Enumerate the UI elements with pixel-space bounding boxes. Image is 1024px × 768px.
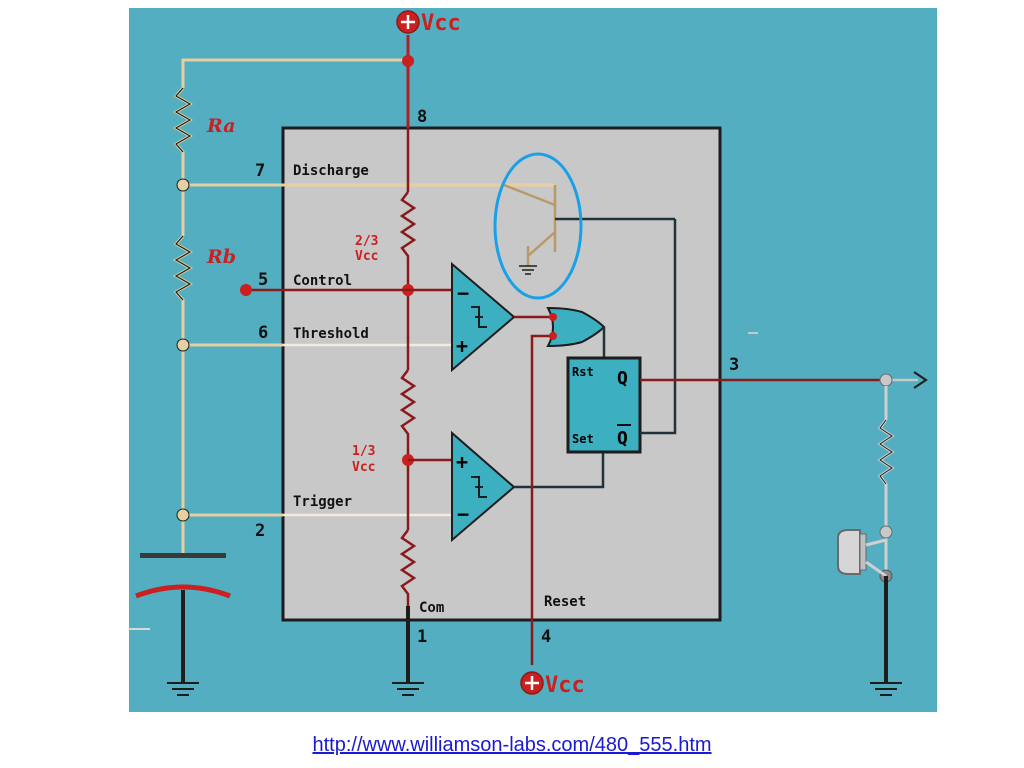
- ground-symbol-com: [392, 682, 424, 696]
- junction-threshold: [176, 338, 190, 352]
- control-label: Control: [293, 273, 352, 289]
- resistor-outlines: [174, 87, 192, 301]
- internal-signal-wires: [283, 343, 455, 517]
- vcc-top-label: Vcc: [421, 11, 461, 36]
- led-node-upper: [879, 525, 893, 539]
- flipflop-q-label: Q: [617, 368, 628, 389]
- divider-lower-fraction: 1/3: [352, 444, 375, 459]
- flipflop-rst-label: Rst: [572, 365, 594, 379]
- threshold-label: Threshold: [293, 326, 369, 342]
- pin-3-number: 3: [729, 355, 739, 375]
- divider-upper-unit: Vcc: [355, 249, 378, 264]
- comparator-lower-minus: −: [457, 502, 469, 526]
- output-arrow-icon: [913, 371, 928, 389]
- discharge-highlight-ellipse: [493, 152, 583, 300]
- qbar-feedback-wire: [640, 219, 677, 435]
- flip-flop: [566, 356, 642, 454]
- divider-lower-unit: Vcc: [352, 460, 375, 475]
- trigger-label: Trigger: [293, 494, 352, 510]
- ground-symbol-led: [870, 682, 902, 696]
- pin-6-number: 6: [258, 323, 268, 343]
- comparator-lower-hysteresis-icon: [471, 476, 487, 498]
- pin-7-number: 7: [255, 161, 265, 181]
- flipflop-set-label: Set: [572, 432, 594, 446]
- pin-2-number: 2: [255, 521, 265, 541]
- pin-5-number: 5: [258, 270, 268, 290]
- comparator-lower-plus: +: [456, 450, 468, 474]
- reset-line: [520, 332, 557, 695]
- transistor-ground-symbol: [519, 265, 537, 275]
- flipflop-qbar-label: Q: [617, 428, 628, 449]
- comparator-upper-hysteresis-icon: [471, 306, 487, 328]
- led-load-resistor-outline: [879, 419, 893, 485]
- resistor-b-label: Rb: [206, 246, 236, 268]
- led-icon: [837, 529, 887, 578]
- voltage-divider: [399, 128, 417, 606]
- vcc-top-supply: [396, 10, 420, 128]
- control-pin-dot: [240, 284, 252, 296]
- ic-555-body: [281, 126, 722, 622]
- or-input-node: [549, 313, 557, 321]
- source-link[interactable]: http://www.williamson-labs.com/480_555.h…: [312, 734, 712, 756]
- circuit-diagram: Vcc Vcc Ra Rb 8 7 5 6 2 1 4 3 Discharge …: [129, 8, 937, 712]
- pin-8-number: 8: [417, 107, 427, 127]
- pin-4-number: 4: [541, 627, 551, 647]
- ground-symbol-capacitor: [167, 682, 199, 696]
- com-label: Com: [419, 600, 444, 616]
- source-caption: http://www.williamson-labs.com/480_555.h…: [0, 734, 1024, 757]
- resistor-a-label: Ra: [206, 115, 236, 137]
- junction-trigger: [176, 508, 190, 522]
- comparator-upper-plus: +: [456, 334, 468, 358]
- pin-1-number: 1: [417, 627, 427, 647]
- vcc-bottom-label: Vcc: [545, 673, 585, 698]
- timing-capacitor: [135, 553, 231, 682]
- comparator-upper-minus: −: [457, 281, 469, 305]
- output-node: [879, 373, 893, 387]
- reset-label: Reset: [544, 594, 586, 610]
- divider-upper-fraction: 2/3: [355, 234, 378, 249]
- or-gate: [546, 306, 606, 348]
- discharge-label: Discharge: [293, 163, 369, 179]
- junction-discharge: [176, 178, 190, 192]
